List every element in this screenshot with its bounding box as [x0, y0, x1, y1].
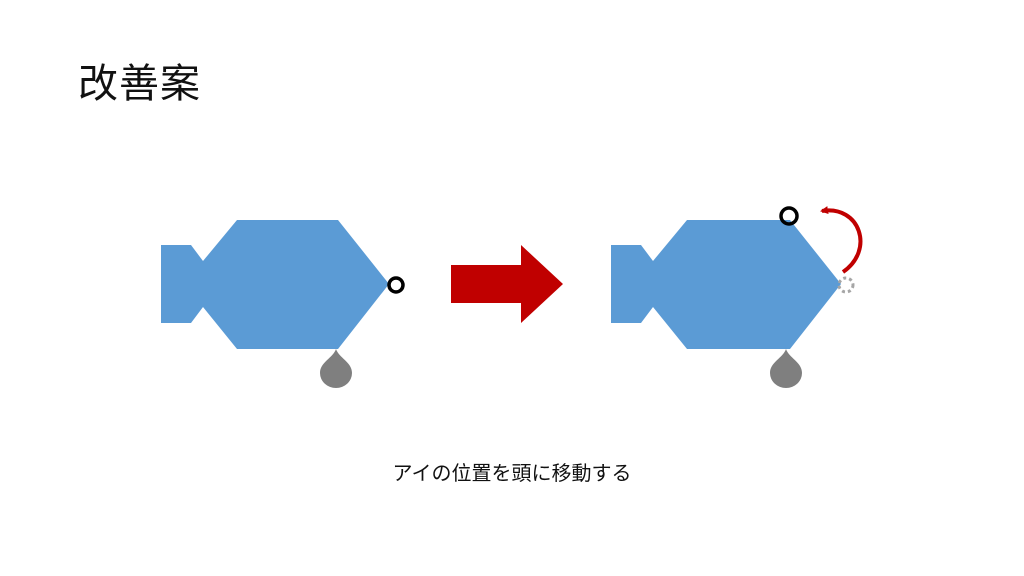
before-fish-body-icon — [161, 220, 389, 349]
after-fish-body-icon — [611, 220, 841, 349]
slide-caption: アイの位置を頭に移動する — [392, 461, 632, 485]
transition-arrow-icon — [451, 245, 563, 323]
after-sinker-icon — [770, 349, 802, 388]
relocation-curved-arrow-icon — [820, 206, 863, 274]
old-eye-position-icon — [837, 276, 855, 294]
before-line-eye-icon — [387, 276, 405, 294]
before-sinker-icon — [320, 349, 352, 388]
before-lure — [161, 220, 405, 388]
after-lure — [611, 206, 863, 388]
slide-title: 改善案 — [78, 61, 201, 107]
after-line-eye-icon — [779, 206, 799, 226]
